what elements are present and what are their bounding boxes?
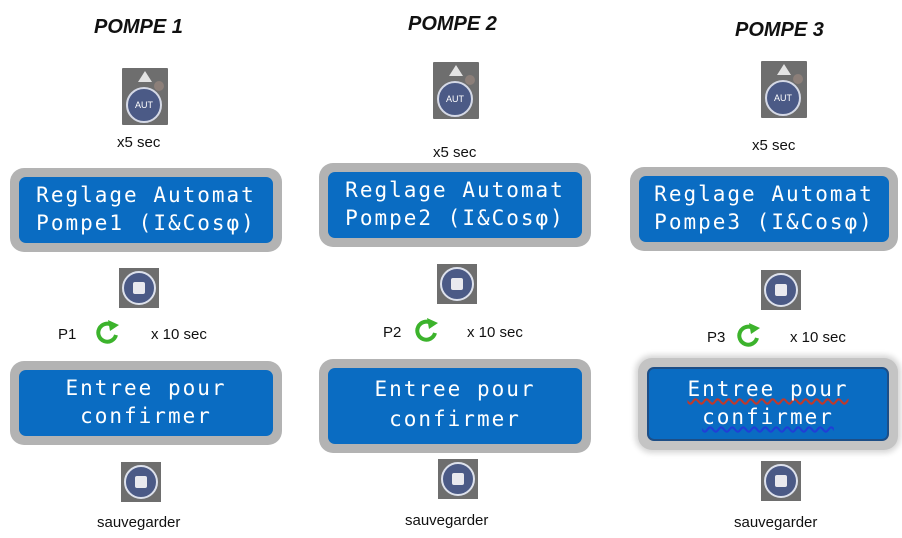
up-arrow-icon [449, 65, 463, 76]
pump-code: P2 [383, 324, 402, 341]
lcd-display-setting: Reglage Automat Pompe2 (I&Cosφ) [319, 163, 591, 247]
led-icon [154, 81, 164, 91]
pump-2-column: POMPE 2 AUT x5 sec Reglage Automat Pompe… [0, 0, 591, 538]
enter-button-icon[interactable] [438, 459, 478, 499]
hold-aut-duration: x5 sec [752, 137, 796, 154]
rotate-arrow-icon [737, 323, 760, 347]
rotate-arrow-icon [415, 318, 438, 342]
aut-button-icon[interactable]: AUT [122, 68, 168, 125]
pump-3-title: POMPE 3 [735, 19, 824, 41]
rotate-arrow-icon [96, 320, 119, 344]
up-arrow-icon [777, 64, 791, 75]
aut-button-label: AUT [765, 80, 801, 116]
enter-button-icon[interactable] [761, 461, 801, 501]
lcd-line-2: confirmer [80, 404, 212, 428]
aut-button-icon[interactable]: AUT [433, 62, 479, 119]
enter-button-icon[interactable] [121, 462, 161, 502]
save-label: sauvegarder [97, 514, 181, 531]
hold-rotate-duration: x 10 sec [151, 326, 207, 343]
lcd-line-1: Entree pour [374, 377, 536, 401]
lcd-line-2: confirmer [389, 407, 521, 431]
lcd-line-1: Entree pour [65, 376, 227, 400]
led-icon [465, 75, 475, 85]
lcd-line-2: Pompe1 (I&Cosφ) [36, 211, 256, 235]
lcd-line-1: Reglage Automat [36, 183, 256, 207]
aut-button-icon[interactable]: AUT [761, 61, 807, 118]
hold-rotate-duration: x 10 sec [790, 329, 846, 346]
up-arrow-icon [138, 71, 152, 82]
pump-1-title: POMPE 1 [94, 16, 183, 38]
hold-rotate-duration: x 10 sec [467, 324, 523, 341]
pump-code: P1 [58, 326, 77, 343]
save-label: sauvegarder [405, 512, 489, 529]
enter-button-icon[interactable] [437, 264, 477, 304]
lcd-line-1: Reglage Automat [345, 178, 565, 202]
lcd-display-setting: Reglage Automat Pompe3 (I&Cosφ) [630, 167, 898, 251]
aut-button-label: AUT [126, 87, 162, 123]
lcd-line-2: confirmer [702, 405, 834, 429]
hold-aut-duration: x5 sec [433, 144, 477, 161]
pump-1-column: POMPE 1 AUT x5 sec Reglage Automat Pompe… [0, 0, 300, 538]
pump-code: P3 [707, 329, 726, 346]
lcd-line-1: Reglage Automat [654, 182, 874, 206]
lcd-display-setting: Reglage Automat Pompe1 (I&Cosφ) [10, 168, 282, 252]
aut-button-label: AUT [437, 81, 473, 117]
lcd-line-2: Pompe3 (I&Cosφ) [654, 210, 874, 234]
enter-button-icon[interactable] [119, 268, 159, 308]
lcd-line-1: Entree pour [687, 377, 849, 401]
lcd-line-2: Pompe2 (I&Cosφ) [345, 206, 565, 230]
save-label: sauvegarder [734, 514, 818, 531]
lcd-display-confirm: Entree pour confirmer [10, 361, 282, 445]
lcd-display-confirm: Entree pour confirmer [638, 358, 898, 450]
pump-2-title: POMPE 2 [408, 13, 497, 35]
lcd-display-confirm: Entree pour confirmer [319, 359, 591, 453]
enter-button-icon[interactable] [761, 270, 801, 310]
led-icon [793, 74, 803, 84]
hold-aut-duration: x5 sec [117, 134, 161, 151]
